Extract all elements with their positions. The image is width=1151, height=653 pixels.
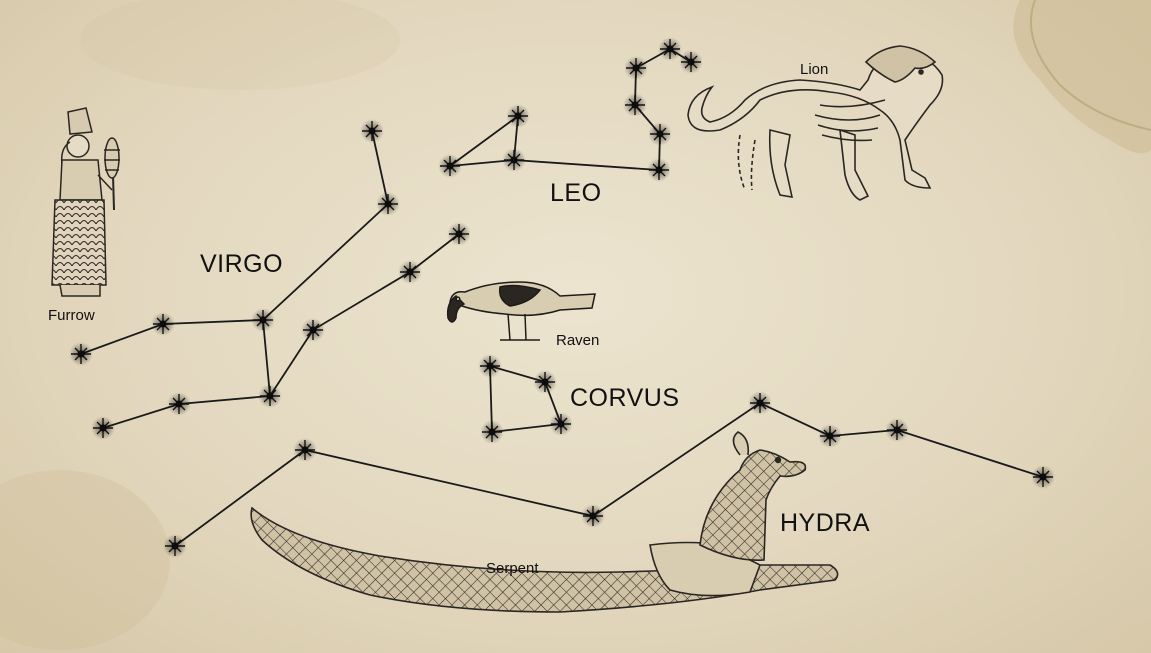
coffee-stain [1013, 0, 1151, 154]
raven-label: Raven [556, 332, 600, 349]
star [648, 122, 672, 146]
hydra-lines [174, 401, 1044, 547]
star [647, 158, 671, 182]
star [658, 37, 682, 61]
star [506, 104, 530, 128]
star [502, 148, 526, 172]
star [91, 416, 115, 440]
star [258, 384, 282, 408]
star [478, 354, 502, 378]
goddess-with-grain-icon [51, 107, 120, 297]
serpent-label: Serpent [486, 560, 539, 577]
star [533, 370, 557, 394]
star [151, 312, 175, 336]
star [818, 424, 842, 448]
star [376, 192, 400, 216]
star [1031, 465, 1055, 489]
star [748, 391, 772, 415]
virgo-label: VIRGO [200, 250, 284, 278]
serpent-dragon-icon [250, 431, 839, 613]
furrow-label: Furrow [48, 307, 95, 324]
stars [69, 37, 1055, 558]
star [251, 308, 275, 332]
lion-label: Lion [800, 61, 829, 78]
star [438, 154, 462, 178]
corvus-label: CORVUS [570, 384, 680, 412]
star [447, 222, 471, 246]
star [293, 438, 317, 462]
hydra-label: HYDRA [780, 509, 871, 537]
leo-label: LEO [550, 179, 602, 207]
star [480, 420, 504, 444]
raven-icon [446, 281, 596, 341]
leo-lines [449, 47, 692, 171]
star [167, 392, 191, 416]
star [163, 534, 187, 558]
star [69, 342, 93, 366]
star [624, 56, 648, 80]
star [623, 93, 647, 117]
star [581, 504, 605, 528]
star [885, 418, 909, 442]
star [398, 260, 422, 284]
star [679, 50, 703, 74]
lion-icon [687, 45, 944, 201]
star [360, 119, 384, 143]
star [549, 412, 573, 436]
star [301, 318, 325, 342]
